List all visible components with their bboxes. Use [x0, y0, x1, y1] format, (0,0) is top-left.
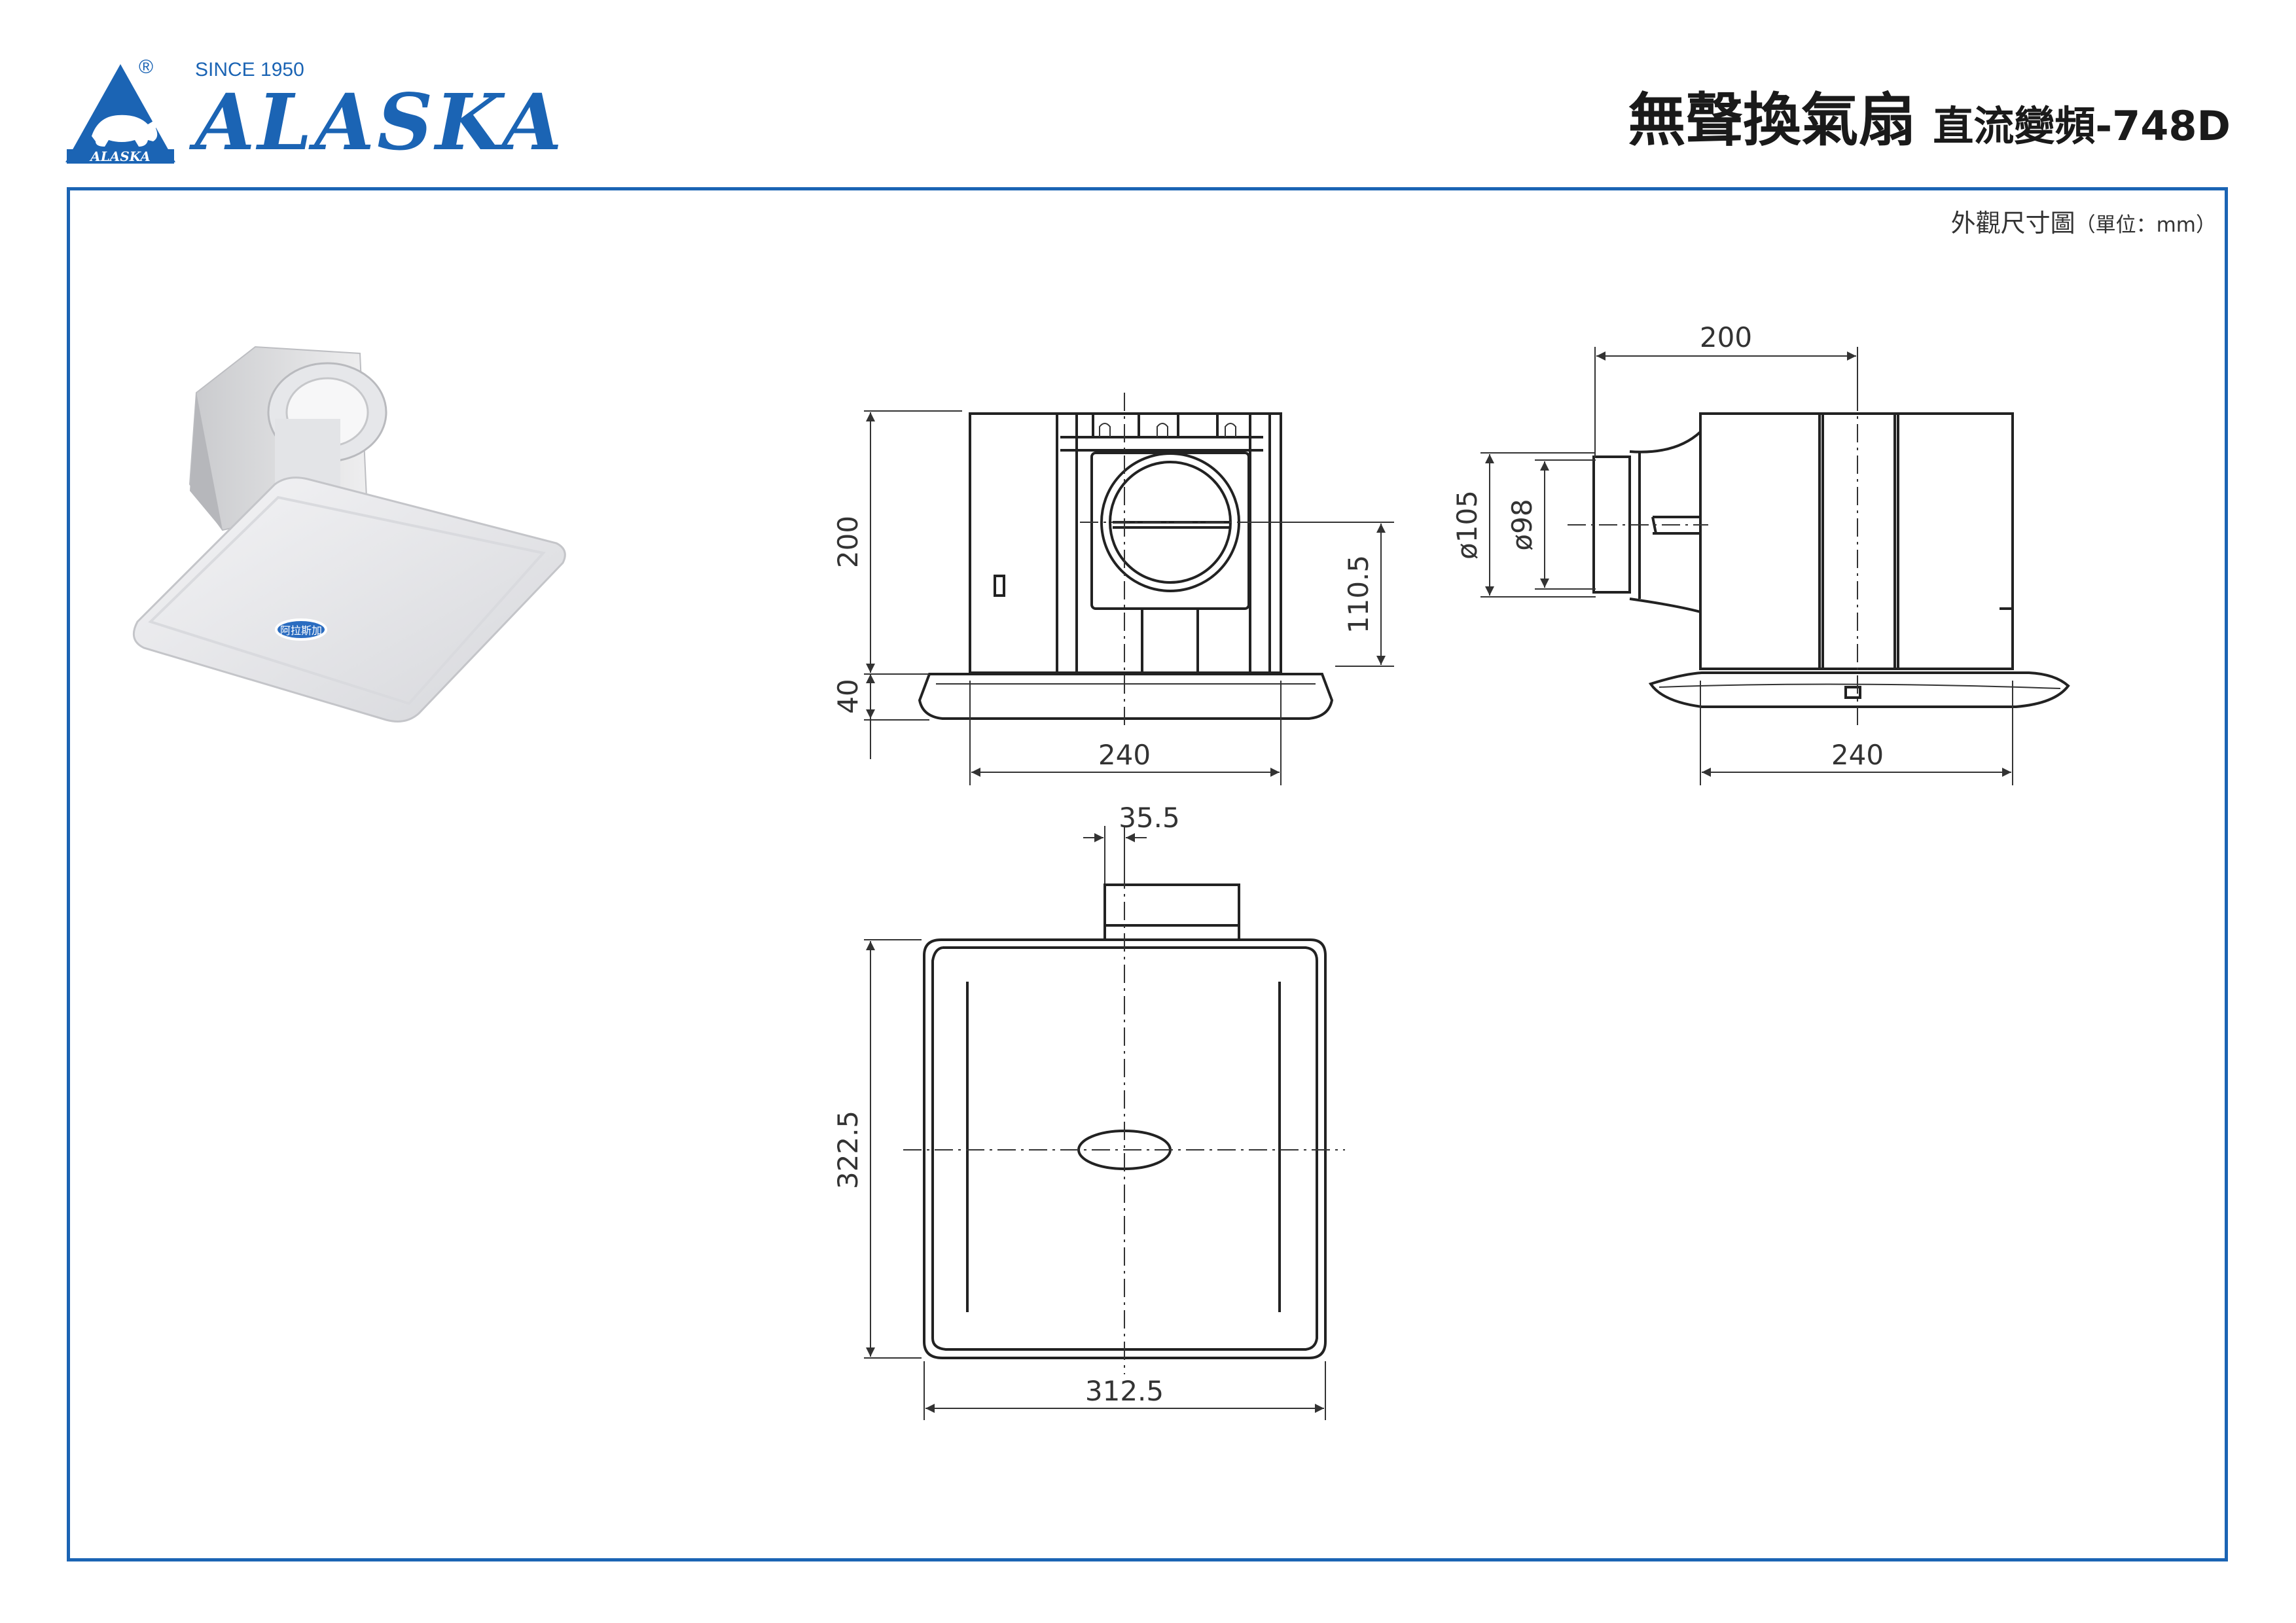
front-dim-outlet-height: 110.5 [1342, 555, 1374, 633]
side-dim-width: 240 [1831, 739, 1884, 771]
drawing-caption: 外觀尺寸圖（單位：mm） [1951, 211, 2216, 236]
front-flange [918, 673, 1334, 720]
front-view: 200 40 110.5 240 [832, 393, 1394, 785]
top-dim-depth: 322.5 [832, 1111, 864, 1189]
side-dim-inner-diameter: ø98 [1506, 499, 1538, 550]
side-body-outline [1699, 412, 2014, 670]
top-dim-duct-offset: 35.5 [1119, 802, 1180, 834]
polar-bear-icon [92, 115, 158, 147]
brand-logo: ALASKA [65, 64, 175, 164]
front-dim-height: 200 [832, 516, 864, 568]
model-subtitle: 直流變頻-748D [1933, 102, 2231, 150]
side-dim-outer-diameter: ø105 [1451, 490, 1483, 560]
front-dim-width: 240 [1098, 739, 1151, 771]
side-duct-collar [1592, 455, 1631, 594]
product-badge: 阿拉斯加 [280, 624, 322, 637]
top-dim-width: 312.5 [1085, 1375, 1164, 1407]
logo-icon-text: ALASKA [89, 149, 151, 164]
side-dim-top: 200 [1700, 321, 1752, 353]
since-label: SINCE 1950 [195, 59, 304, 80]
side-view: 200 ø105 ø98 240 [1451, 321, 2070, 785]
product-title: 無聲換氣扇直流變頻-748D [1628, 92, 2231, 149]
page-title: 無聲換氣扇 [1628, 86, 1916, 154]
outlet-frame [1090, 452, 1250, 610]
brand-wordmark: ALASKA [195, 77, 565, 168]
front-dim-flange: 40 [832, 679, 864, 713]
registered-mark: ® [139, 56, 154, 78]
top-view: 35.5 322.5 312.5 [832, 802, 1345, 1420]
product-photo: 阿拉斯加 [132, 346, 566, 722]
caption-text: 外觀尺寸圖 [1950, 209, 2075, 238]
drawing-frame [67, 187, 2228, 1561]
unit-note: （單位：mm） [2075, 213, 2216, 237]
side-flange [1648, 671, 2070, 708]
top-panel-outline [923, 938, 1327, 1359]
